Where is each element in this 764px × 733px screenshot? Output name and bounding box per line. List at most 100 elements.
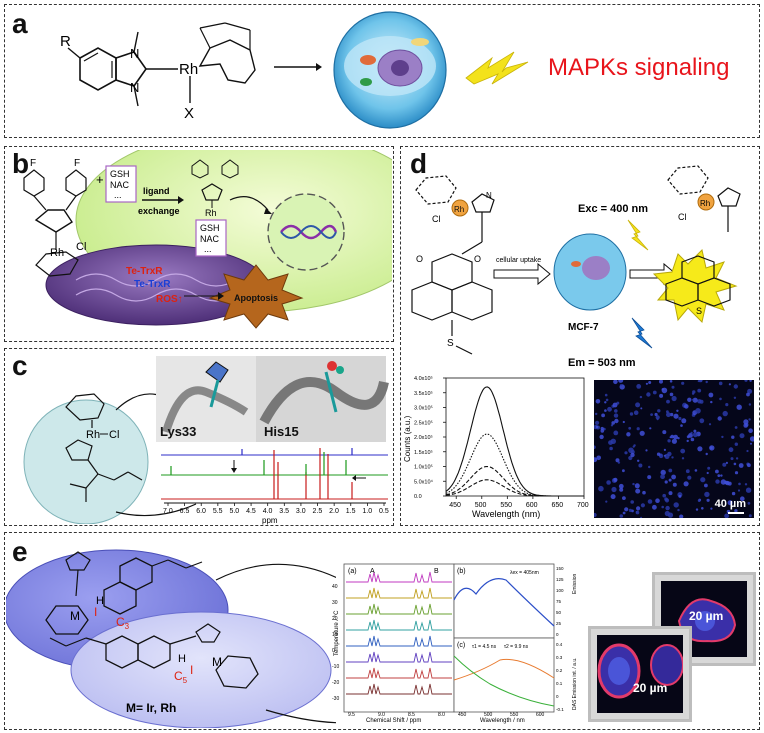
nmr-tick: 4.5 — [246, 508, 256, 515]
svg-text:Rh: Rh — [700, 199, 710, 208]
rh-label-b: Rh — [50, 247, 64, 259]
cs-tick: 9.0 — [378, 712, 385, 718]
em-tick: 25 — [556, 621, 562, 626]
nmr-tick: 1.5 — [346, 508, 356, 515]
thiol-nac-b: NAC — [110, 180, 130, 190]
svg-text:+: + — [96, 172, 104, 187]
svg-text:N: N — [130, 46, 139, 61]
micrograph-e-back: 20 µm — [652, 572, 756, 666]
panel-a — [4, 4, 760, 138]
das-tick: 0.3 — [556, 655, 563, 660]
nmr-tick: 6.0 — [196, 508, 206, 515]
em-tick: 0 — [556, 632, 559, 637]
apoptosis-label: Apoptosis — [234, 293, 278, 303]
cellular-uptake-label: cellular uptake — [496, 257, 541, 264]
temp-tick: -20 — [332, 680, 339, 686]
nmr-unit: ppm — [262, 516, 278, 525]
panel-b — [4, 146, 394, 342]
panel-a-structure: R N N Rh X — [60, 22, 256, 122]
mapks-signaling-label: MAPKs signaling — [548, 54, 730, 81]
nmr-tick: 6.5 — [180, 508, 190, 515]
svg-text:N: N — [486, 191, 492, 200]
trxr-label-2: Te-TrxR — [134, 279, 171, 290]
panel-e-spectra: (a) A B (b) (c) λex = 405nm τ1 = 4.5 ns … — [332, 563, 578, 724]
thiol-gsh-b2: GSH — [200, 223, 220, 233]
panel-b-label: b — [12, 148, 30, 179]
cl-label-c: Cl — [109, 429, 119, 441]
wl-tick: 500 — [484, 712, 493, 718]
svg-text:O: O — [416, 254, 423, 264]
cs-axis-label: Chemical Shift / ppm — [366, 718, 421, 724]
temp-tick: 0 — [332, 648, 335, 654]
panel-c-label: c — [12, 350, 28, 381]
wl-tick: 600 — [536, 712, 545, 718]
y-tick-label: 2.0x10⁵ — [414, 434, 433, 441]
wl-tick: 450 — [458, 712, 467, 718]
lightning-icon-a — [465, 51, 529, 85]
chart-ylabel: Counts (a.u.) — [403, 415, 412, 462]
y-tick-label: 1.5x10⁵ — [414, 449, 433, 456]
wl-tick: 550 — [510, 712, 519, 718]
ros-label: ROS↑ — [156, 294, 183, 305]
x-tick-label: 450 — [449, 502, 461, 509]
y-tick-label: 0.0 — [414, 494, 422, 500]
nmr-tick: 0.5 — [379, 508, 389, 515]
temp-tick: -10 — [332, 664, 339, 670]
nmr-tick: 1.0 — [362, 508, 372, 515]
x-tick-label: 650 — [551, 502, 563, 509]
x-tick-label: 550 — [500, 502, 512, 509]
nmr-tick: 3.0 — [296, 508, 306, 515]
svg-text:A: A — [370, 568, 375, 575]
das-tick: -0.1 — [556, 707, 564, 712]
nmr-tick: 5.5 — [213, 508, 223, 515]
y-tick-label: 4.0x10⁵ — [414, 375, 433, 382]
svg-text:τ1 = 4.5 ns: τ1 = 4.5 ns — [472, 644, 497, 650]
svg-text:DAS Emission int. / a.u.: DAS Emission int. / a.u. — [572, 657, 578, 710]
mcf7-label: MCF-7 — [568, 322, 599, 333]
temp-tick: -30 — [332, 696, 339, 702]
nmr-tick: 2.0 — [329, 508, 339, 515]
nmr-tick: 7.0 — [163, 508, 173, 515]
y-tick-label: 3.5x10⁵ — [414, 390, 433, 397]
cs-tick: 8.5 — [408, 712, 415, 718]
ligand-exchange-label-1: ligand — [143, 186, 170, 196]
thiol-nac-b2: NAC — [200, 234, 220, 244]
panel-c — [4, 348, 394, 526]
thiol-dots-b: ... — [114, 190, 122, 200]
emission-series-4 — [445, 479, 584, 497]
x-tick-label: 700 — [577, 502, 589, 509]
panel-d-scheme: Rh Cl N O O S cellular uptake MCF-7 Exc … — [411, 165, 741, 369]
metal-m-2: M — [212, 655, 222, 669]
svg-text:N: N — [130, 80, 139, 95]
svg-text:B: B — [434, 568, 439, 575]
svg-text:Cl: Cl — [432, 214, 441, 224]
temp-axis-label: Temperature / °C — [334, 610, 340, 656]
svg-text:(c): (c) — [457, 642, 465, 649]
scale-bar-d: 40 µm — [714, 498, 746, 510]
em-tick: 50 — [556, 610, 562, 615]
nmr-tick: 2.5 — [313, 508, 323, 515]
panel-e-label: e — [12, 536, 28, 567]
x-tick-label: 500 — [475, 502, 487, 509]
r-group: R — [60, 33, 71, 50]
iodide-2: I — [190, 663, 193, 677]
thiol-gsh-b: GSH — [110, 169, 130, 179]
svg-text:(b): (b) — [457, 568, 466, 575]
micrograph-e-front: 20 µm — [588, 626, 692, 722]
rh-label-a: Rh — [179, 61, 198, 78]
iodide-1: I — [94, 605, 97, 619]
rh-label-c: Rh — [86, 429, 100, 441]
nmr-tick: 5.0 — [229, 508, 239, 515]
x-ligand: X — [184, 105, 194, 122]
temp-tick: 30 — [332, 600, 338, 606]
scale-bar-e2: 20 µm — [633, 681, 668, 695]
y-tick-label: 1.0x10⁵ — [414, 464, 433, 471]
em-tick: 125 — [556, 577, 564, 582]
cell-icon-a — [333, 11, 447, 129]
residue-lys33: Lys33 — [160, 424, 196, 439]
svg-text:S: S — [696, 306, 702, 316]
em-tick: 150 — [556, 566, 564, 571]
panel-d — [400, 146, 760, 526]
em-tick: 75 — [556, 599, 562, 604]
